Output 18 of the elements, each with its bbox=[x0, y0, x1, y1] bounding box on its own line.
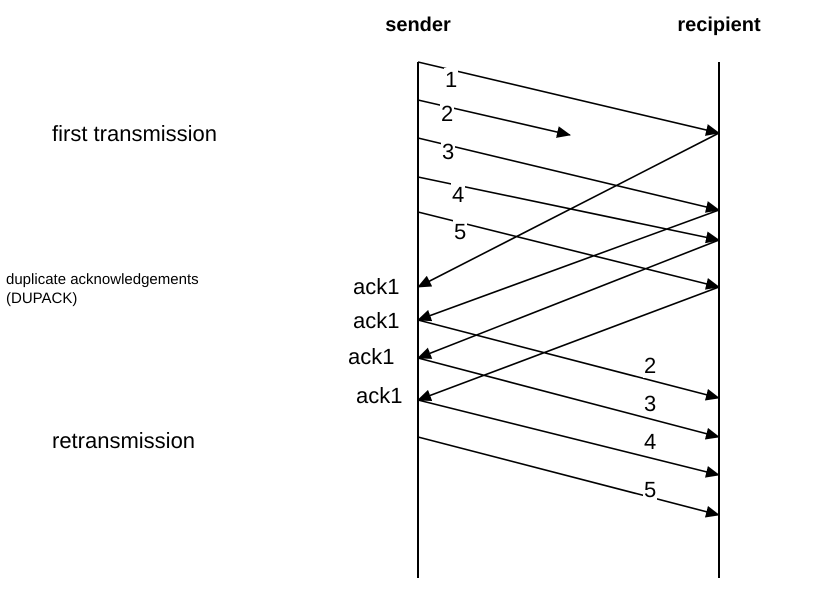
arrow bbox=[418, 137, 720, 213]
annotation-text: duplicate acknowledgements (DUPACK) bbox=[6, 270, 200, 308]
arrow bbox=[417, 132, 720, 288]
annotation-text: retransmission bbox=[52, 427, 196, 455]
arrow bbox=[418, 211, 720, 290]
arrow bbox=[418, 436, 720, 518]
arrow bbox=[417, 286, 720, 402]
lifeline-heading: sender bbox=[385, 13, 451, 38]
arrow bbox=[417, 239, 720, 359]
arrow bbox=[418, 176, 720, 244]
lifeline-heading: recipient bbox=[677, 13, 761, 38]
arrow bbox=[418, 61, 720, 136]
arrow bbox=[418, 319, 720, 401]
arrow bbox=[418, 357, 720, 440]
arrow bbox=[418, 99, 571, 138]
arrow bbox=[417, 209, 720, 322]
arrow bbox=[418, 399, 720, 478]
annotation-text: first transmission bbox=[52, 120, 218, 148]
